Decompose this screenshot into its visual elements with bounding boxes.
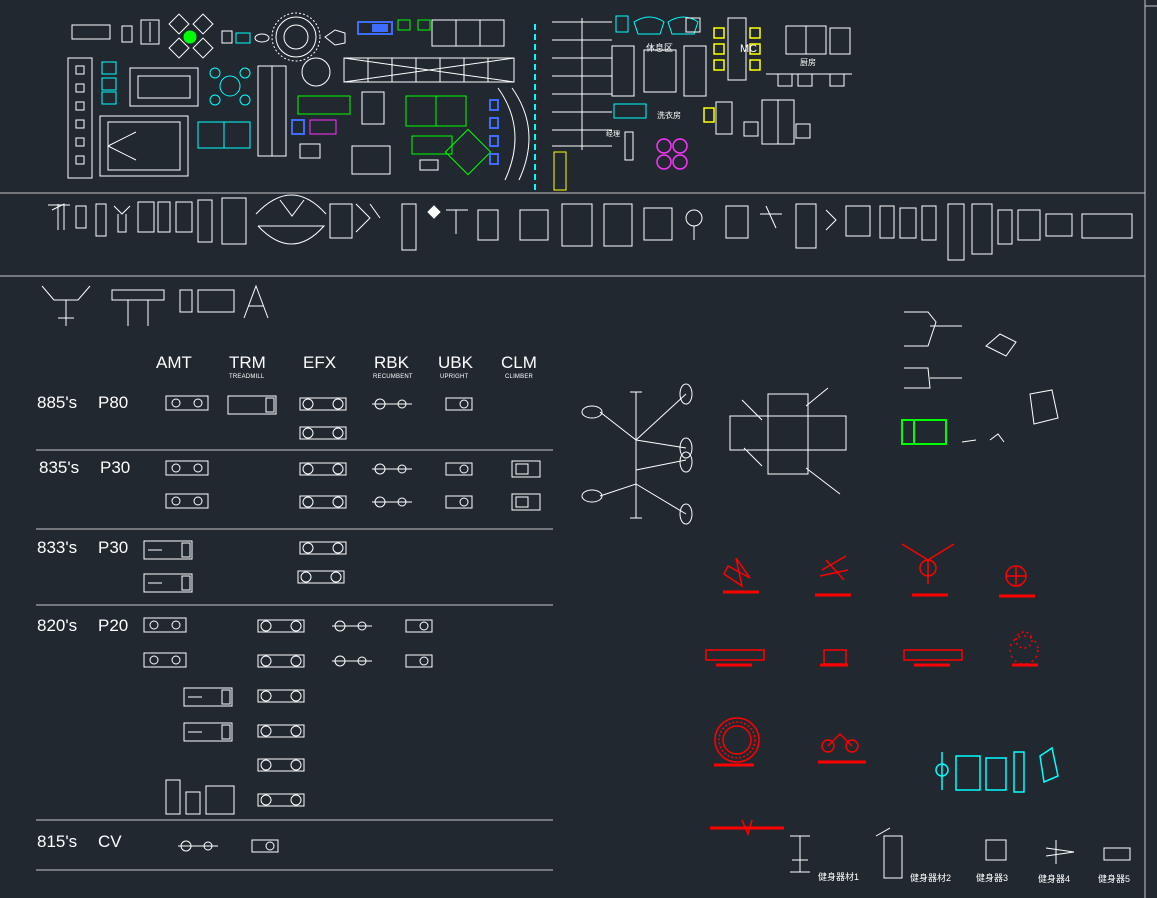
column-header-rbk: RBK bbox=[374, 353, 409, 372]
machine-glyph-efx bbox=[257, 689, 305, 703]
machine-glyph-misc bbox=[165, 779, 235, 815]
row-series-835: 835's bbox=[39, 458, 80, 477]
column-sub-rbk: RECUMBENT bbox=[373, 374, 413, 380]
machine-glyph-rbk bbox=[332, 655, 372, 667]
row-model-815: CV bbox=[98, 832, 122, 851]
machine-glyph-efx bbox=[299, 495, 347, 509]
cyan-symbols bbox=[935, 746, 1059, 793]
machine-glyph-ubk bbox=[405, 619, 433, 633]
column-sub-ubk: UPRIGHT bbox=[440, 374, 469, 380]
machine-glyph-rbk bbox=[372, 496, 412, 508]
machine-glyph-ubk bbox=[405, 654, 433, 668]
rest-area-label: 休息区 bbox=[646, 42, 673, 53]
equipment-strip bbox=[48, 194, 1133, 261]
machine-glyph-trms bbox=[143, 573, 193, 593]
machine-glyph-trms bbox=[183, 687, 233, 707]
machine-glyph-efx bbox=[299, 541, 347, 555]
row-model-835: P30 bbox=[100, 458, 131, 477]
multi-station-diagram bbox=[581, 383, 847, 525]
machine-glyph-ubk bbox=[445, 495, 473, 509]
machine-glyph-amt bbox=[143, 652, 187, 668]
equipment-label-3: 健身器3 bbox=[976, 873, 1009, 883]
bottom-equipment-icons bbox=[790, 827, 1131, 879]
machine-glyph-efx bbox=[299, 397, 347, 411]
machine-glyph-clm bbox=[511, 460, 541, 478]
machine-glyph-efx bbox=[257, 793, 305, 807]
equipment-label-5: 健身器5 bbox=[1098, 874, 1131, 884]
spec-table-lines bbox=[36, 449, 553, 871]
column-header-amt: AMT bbox=[156, 353, 192, 372]
row-model-820: P20 bbox=[98, 616, 129, 635]
row-series-833: 833's bbox=[37, 538, 78, 557]
spec-table-machines bbox=[143, 395, 541, 853]
machine-glyph-rbk bbox=[178, 840, 218, 852]
machine-glyph-efx bbox=[299, 462, 347, 476]
machine-glyph-efx bbox=[299, 426, 347, 440]
equipment-label-1: 健身器材1 bbox=[818, 872, 860, 882]
machine-glyph-efx bbox=[257, 724, 305, 738]
machine-glyph-clm bbox=[511, 493, 541, 511]
row-series-820: 820's bbox=[37, 616, 78, 635]
column-header-trm: TRM bbox=[229, 353, 266, 372]
red-symbols bbox=[705, 543, 1039, 837]
equipment-label-2: 健身器材2 bbox=[910, 873, 952, 883]
row-series-815: 815's bbox=[37, 832, 78, 851]
machine-glyph-rbk bbox=[372, 398, 412, 410]
right-top-icons bbox=[904, 311, 1059, 443]
machine-glyph-ubk bbox=[445, 462, 473, 476]
machine-glyph-efx bbox=[297, 570, 345, 584]
row-series-885: 885's bbox=[37, 393, 78, 412]
machine-glyph-trms bbox=[143, 540, 193, 560]
furniture-block bbox=[67, 12, 852, 191]
column-header-efx: EFX bbox=[303, 353, 337, 372]
equipment-label-4: 健身器4 bbox=[1038, 874, 1071, 884]
column-sub-trm: TREADMILL bbox=[229, 374, 265, 380]
laundry-label: 洗衣房 bbox=[657, 110, 681, 120]
column-sub-clm: CLIMBER bbox=[505, 374, 534, 380]
machine-glyph-efx bbox=[257, 654, 305, 668]
machine-glyph-ubk bbox=[445, 397, 473, 411]
machine-glyph-ubk bbox=[251, 839, 279, 853]
mc-label: MC bbox=[740, 43, 757, 55]
mgr-label: 经理 bbox=[606, 129, 620, 138]
row-model-833: P30 bbox=[98, 538, 129, 557]
machine-glyph-efx bbox=[257, 619, 305, 633]
row-model-885: P80 bbox=[98, 393, 129, 412]
machine-glyph-trms bbox=[183, 722, 233, 742]
machine-glyph-efx bbox=[257, 758, 305, 772]
machine-glyph-amt bbox=[165, 493, 209, 509]
kitchen-label: 厨房 bbox=[800, 57, 816, 67]
machine-glyph-amt bbox=[165, 460, 209, 476]
machine-glyph-amt bbox=[143, 617, 187, 633]
machine-glyph-trm bbox=[227, 395, 277, 415]
column-header-clm: CLM bbox=[501, 353, 537, 372]
green-machine-icon bbox=[901, 419, 947, 445]
machine-icons-small bbox=[41, 284, 269, 326]
machine-glyph-amt bbox=[165, 395, 209, 411]
machine-glyph-rbk bbox=[372, 463, 412, 475]
column-header-ubk: UBK bbox=[438, 353, 473, 372]
machine-glyph-rbk bbox=[332, 620, 372, 632]
